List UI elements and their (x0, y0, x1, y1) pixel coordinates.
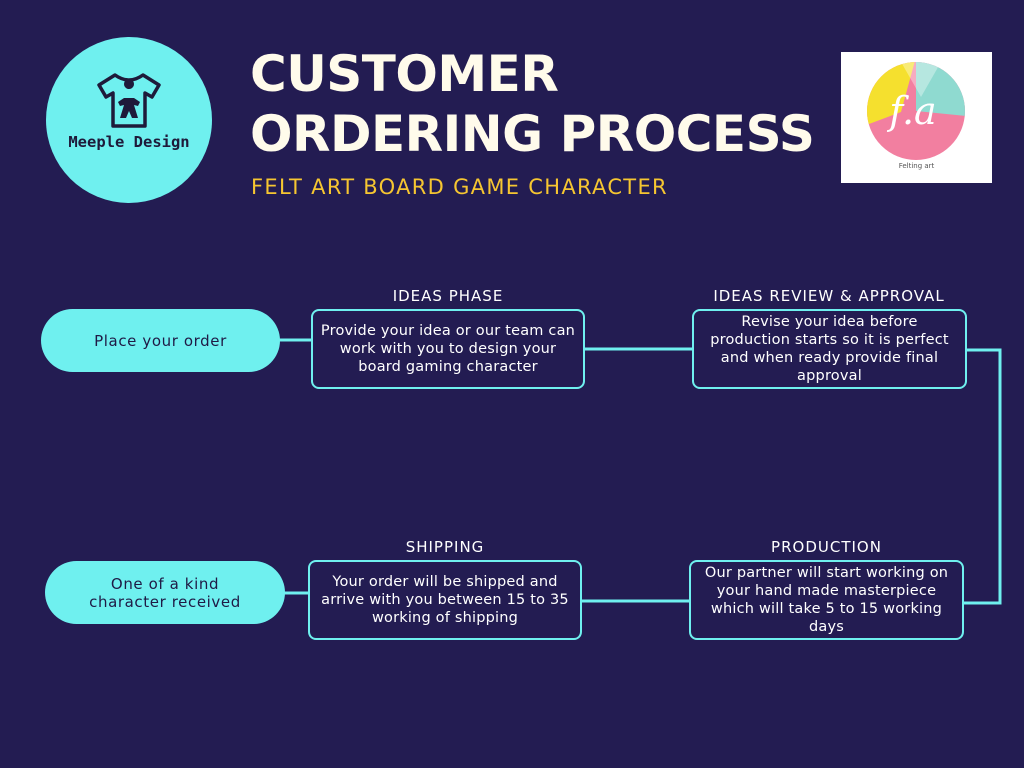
ideas-review-label: IDEAS REVIEW & APPROVAL (713, 287, 945, 305)
felting-art-logo: f.a Felting art (841, 52, 992, 183)
meeple-logo-text: Meeple Design (68, 133, 190, 151)
start-pill: Place your order (41, 309, 280, 372)
page-title: CUSTOMER ORDERING PROCESS (250, 44, 815, 164)
ideas-review-box: Revise your idea before production start… (692, 309, 967, 389)
title-line-1: CUSTOMER (250, 45, 559, 103)
title-line-2: ORDERING PROCESS (250, 105, 815, 163)
felt-art-caption: Felting art (898, 162, 935, 170)
shipping-box: Your order will be shipped and arrive wi… (308, 560, 582, 640)
meeple-design-logo: Meeple Design (46, 37, 212, 203)
ideas-phase-box: Provide your idea or our team can work w… (311, 309, 585, 389)
felt-art-monogram: f.a (886, 89, 936, 133)
felt-art-logo-icon: f.a (867, 62, 965, 160)
page-subtitle: FELT ART BOARD GAME CHARACTER (251, 175, 668, 199)
production-label: PRODUCTION (771, 538, 882, 556)
connector-review-to-production (962, 348, 1002, 605)
ideas-phase-label: IDEAS PHASE (392, 287, 504, 305)
shipping-label: SHIPPING (405, 538, 485, 556)
production-box: Our partner will start working on your h… (689, 560, 964, 640)
tshirt-meeple-icon (97, 73, 161, 128)
end-pill: One of a kind character received (45, 561, 285, 624)
